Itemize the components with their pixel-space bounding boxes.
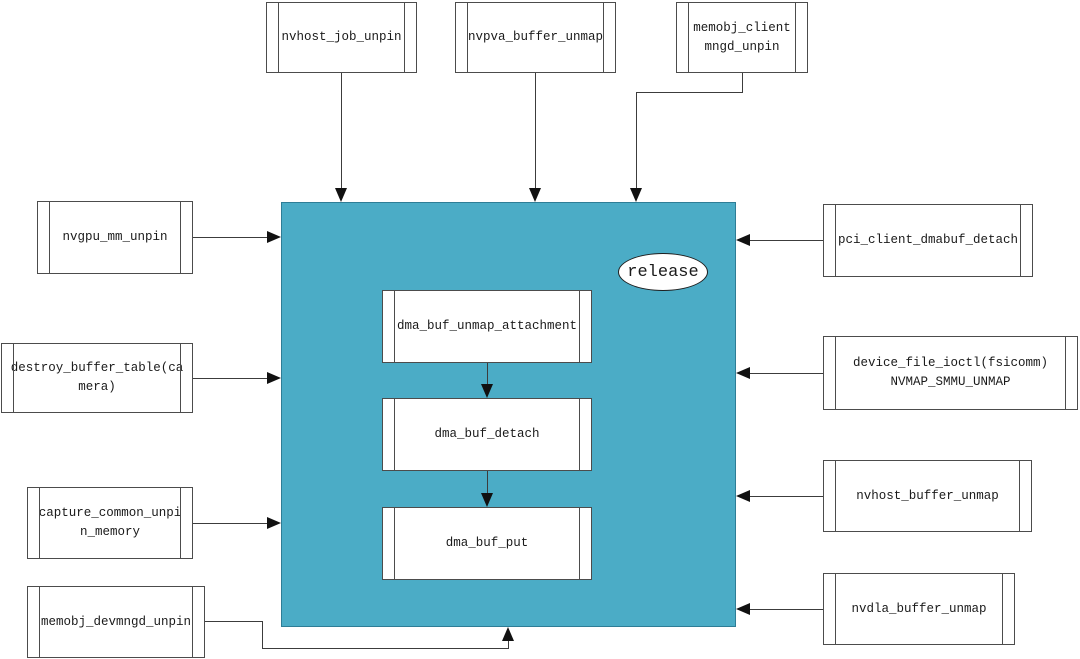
caller-box-device-file-ioctl-nvmap-smmu-unmap: device_file_ioctl(fsicomm) NVMAP_SMMU_UN…	[823, 336, 1078, 410]
arrowhead-down-icon	[529, 188, 541, 202]
connector-capture-common-unpin-memory	[193, 523, 268, 524]
arrowhead-left-icon	[736, 603, 750, 615]
caller-box-nvpva-buffer-unmap: nvpva_buffer_unmap	[455, 2, 616, 73]
connector-nvhost-buffer-unmap	[750, 496, 823, 497]
connector-unmap-attachment-to-detach	[487, 363, 488, 385]
caller-box-nvgpu-mm-unpin: nvgpu_mm_unpin	[37, 201, 193, 274]
caller-box-nvhost-buffer-unmap: nvhost_buffer_unmap	[823, 460, 1032, 532]
arrowhead-down-icon	[481, 493, 493, 507]
connector-destroy-buffer-table	[193, 378, 268, 379]
step-box-dma-buf-unmap-attachment: dma_buf_unmap_attachment	[382, 290, 592, 363]
arrowhead-up-icon	[502, 627, 514, 641]
connector-nvdla-buffer-unmap	[750, 609, 823, 610]
release-label-ellipse: release	[618, 253, 708, 291]
connector-device-file-ioctl	[750, 373, 823, 374]
caller-box-capture-common-unpin-memory: capture_common_unpi n_memory	[27, 487, 193, 559]
arrowhead-right-icon	[267, 372, 281, 384]
caller-box-nvhost-job-unpin: nvhost_job_unpin	[266, 2, 417, 73]
arrowhead-down-icon	[630, 188, 642, 202]
step-box-dma-buf-put: dma_buf_put	[382, 507, 592, 580]
arrowhead-down-icon	[481, 384, 493, 398]
arrowhead-right-icon	[267, 231, 281, 243]
connector-memobj-client-mngd-unpin-seg1	[742, 73, 743, 93]
caller-box-nvdla-buffer-unmap: nvdla_buffer_unmap	[823, 573, 1015, 645]
caller-box-pci-client-dmabuf-detach: pci_client_dmabuf_detach	[823, 204, 1033, 277]
connector-nvgpu-mm-unpin	[193, 237, 268, 238]
connector-nvhost-job-unpin	[341, 73, 342, 189]
connector-memobj-devmngd-unpin-seg4	[508, 640, 509, 649]
connector-memobj-client-mngd-unpin-seg3	[636, 92, 637, 189]
step-box-dma-buf-detach: dma_buf_detach	[382, 398, 592, 471]
arrowhead-left-icon	[736, 490, 750, 502]
connector-memobj-devmngd-unpin-seg1	[205, 621, 263, 622]
arrowhead-down-icon	[335, 188, 347, 202]
connector-pci-client-dmabuf-detach	[750, 240, 823, 241]
connector-memobj-devmngd-unpin-seg2	[262, 621, 263, 649]
arrowhead-left-icon	[736, 367, 750, 379]
arrowhead-right-icon	[267, 517, 281, 529]
connector-detach-to-put	[487, 471, 488, 494]
connector-memobj-client-mngd-unpin-seg2	[636, 92, 743, 93]
connector-memobj-devmngd-unpin-seg3	[262, 648, 509, 649]
arrowhead-left-icon	[736, 234, 750, 246]
caller-box-memobj-devmngd-unpin: memobj_devmngd_unpin	[27, 586, 205, 658]
caller-box-destroy-buffer-table-camera: destroy_buffer_table(ca mera)	[1, 343, 193, 413]
connector-nvpva-buffer-unmap	[535, 73, 536, 189]
caller-box-memobj-client-mngd-unpin: memobj_client mngd_unpin	[676, 2, 808, 73]
